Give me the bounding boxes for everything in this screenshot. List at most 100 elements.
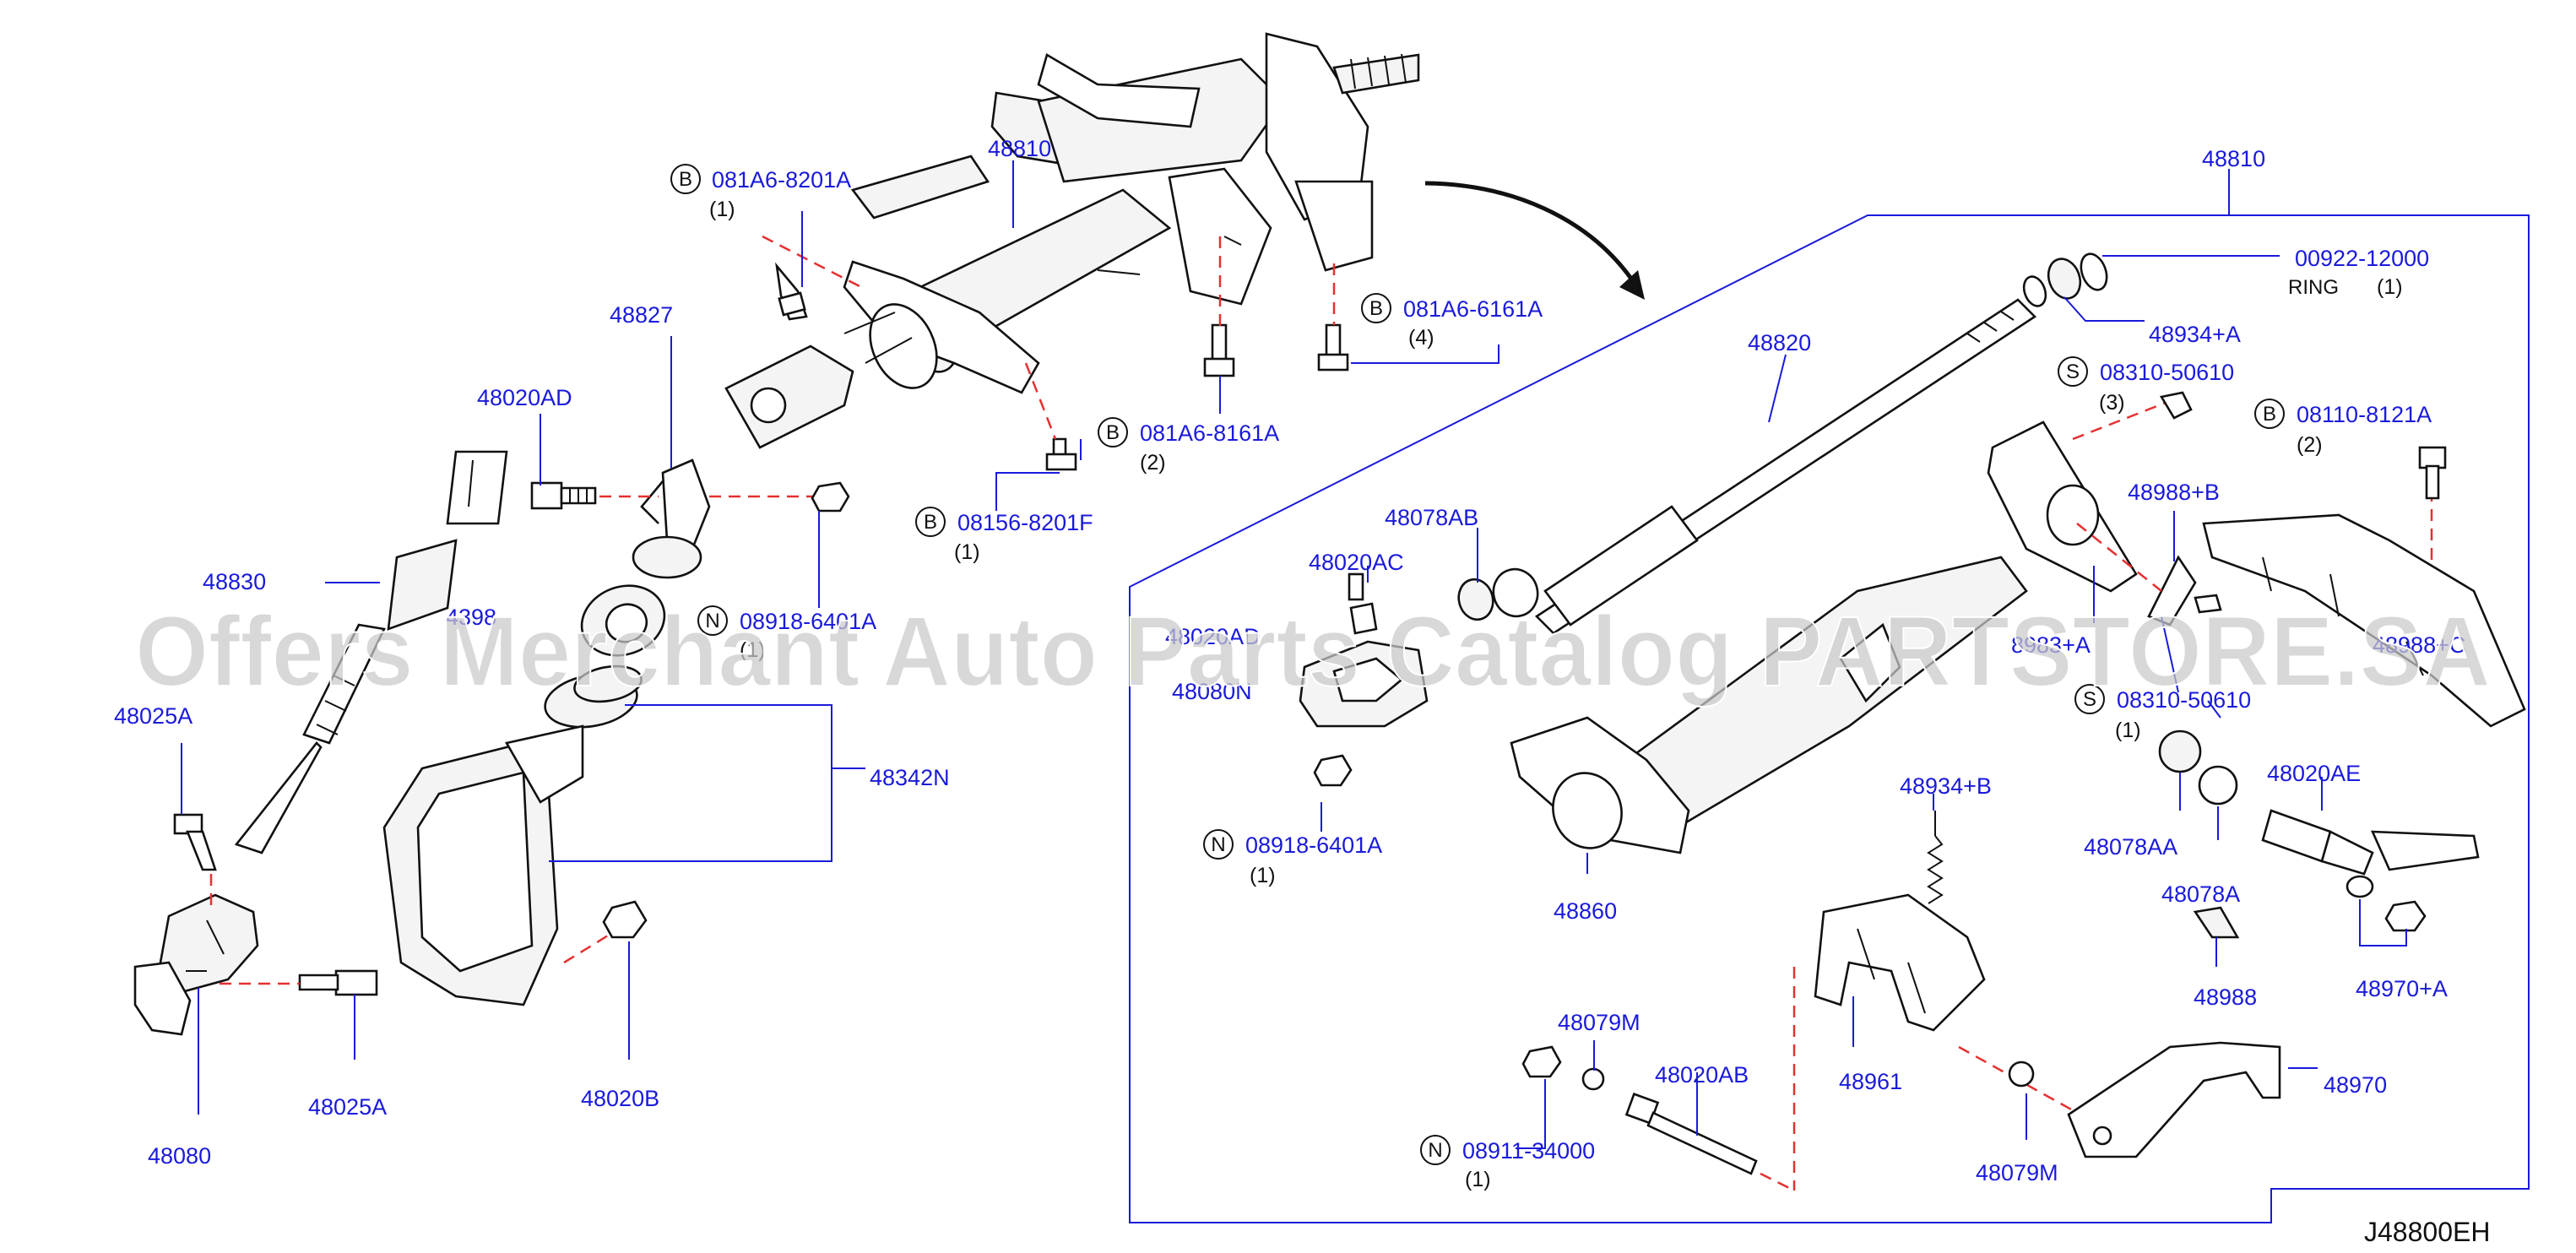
label-48079M-right: 48079M <box>1976 1160 2058 1185</box>
svg-text:081A6-8161A: 081A6-8161A <box>1140 420 1279 446</box>
joint-48080 <box>133 893 259 1036</box>
bolt-s1 <box>2159 391 2193 420</box>
label-48810-top: 48810 <box>988 136 1051 161</box>
svg-text:08310-50610: 08310-50610 <box>2117 687 2251 713</box>
label-48020AB: 48020AB <box>1655 1062 1749 1088</box>
svg-text:08156-8201F: 08156-8201F <box>957 510 1093 535</box>
dashed-fastener-line <box>1760 1172 1795 1192</box>
arrow-head-icon <box>1619 270 1645 300</box>
bushing-48078A <box>2198 765 2238 806</box>
svg-text:(2): (2) <box>1140 451 1166 475</box>
label-48988: 48988 <box>2194 984 2257 1010</box>
explode-arrow <box>1424 181 1634 280</box>
nut-48020B <box>602 900 648 939</box>
label-48020AE: 48020AE <box>2267 761 2361 786</box>
label-48342N: 48342N <box>870 765 950 790</box>
svg-text:B: B <box>1106 421 1120 444</box>
label-ring: RING <box>2288 276 2339 299</box>
label-48934A: 48934+A <box>2149 322 2241 347</box>
bracket-48827 <box>632 458 711 579</box>
label-48025A-bottom: 48025A <box>308 1094 387 1120</box>
washer-48079M-right <box>2008 1060 2035 1088</box>
svg-text:B: B <box>924 511 937 534</box>
svg-text:(1): (1) <box>2115 719 2141 742</box>
diagram-code: J48800EH <box>2364 1217 2490 1247</box>
bolt-48025A <box>173 813 378 996</box>
bolt-group-top <box>775 262 1349 471</box>
svg-text:08918-6401A: 08918-6401A <box>1245 833 1382 858</box>
bolt-48020AB <box>1624 1092 1758 1175</box>
label-48860: 48860 <box>1554 898 1617 924</box>
label-48827: 48827 <box>610 302 673 328</box>
svg-text:N: N <box>1211 833 1225 856</box>
clip-48988 <box>2193 906 2240 939</box>
callout-b5: B 08110-8121A (2) <box>2254 399 2432 457</box>
svg-text:(2): (2) <box>2297 433 2323 457</box>
svg-text:N: N <box>705 610 719 632</box>
callout-s1: S 08310-50610 (3) <box>2058 356 2234 415</box>
svg-text:081A6-8201A: 081A6-8201A <box>712 167 851 193</box>
spring-48934B <box>1927 811 1944 904</box>
nut-48970A <box>2384 900 2427 932</box>
label-4398x: 4398 <box>446 605 496 630</box>
label-48961: 48961 <box>1839 1069 1902 1094</box>
label-48988B: 48988+B <box>2128 480 2220 505</box>
label-48080N: 48080N <box>1172 679 1252 704</box>
label-00922-12000: 00922-12000 <box>2295 246 2429 271</box>
label-48020AC: 48020AC <box>1309 550 1404 575</box>
svg-text:081A6-6161A: 081A6-6161A <box>1403 296 1543 322</box>
svg-text:B: B <box>679 168 692 191</box>
callout-n1: N 08918-6401A (1) <box>697 605 876 662</box>
qty-ring: (1) <box>2377 275 2403 299</box>
watermark-text: Offers Merchant Auto Parts Catalog PARTS… <box>135 596 2491 708</box>
svg-text:B: B <box>1369 297 1383 320</box>
svg-text:B: B <box>2263 403 2276 426</box>
label-48078A: 48078A <box>2161 881 2240 907</box>
leader-lines <box>181 160 2407 1149</box>
label-48078AB: 48078AB <box>1385 505 1478 530</box>
bracket-48988C <box>2202 513 2526 728</box>
nut-08911 <box>1521 1045 1562 1078</box>
dashed-fastener-line <box>1024 362 1057 440</box>
label-48983A: 8983+A <box>2011 632 2091 658</box>
label-48970A: 48970+A <box>2356 976 2448 1001</box>
seal-48342N <box>544 664 643 729</box>
svg-text:(1): (1) <box>954 540 980 564</box>
lever-48970 <box>2067 1041 2281 1158</box>
cover-48342N <box>382 724 584 1006</box>
bushing-48078AA <box>2158 730 2202 773</box>
bearing-48078AB <box>1457 567 1539 621</box>
nut-08918-left <box>811 481 850 513</box>
svg-text:(1): (1) <box>740 638 766 662</box>
svg-text:(1): (1) <box>709 198 735 221</box>
dashed-fastener-line <box>2072 399 2171 441</box>
svg-text:N: N <box>1428 1139 1442 1162</box>
dashed-fastener-line <box>563 931 613 964</box>
svg-text:S: S <box>2083 688 2096 711</box>
label-48970: 48970 <box>2324 1072 2387 1098</box>
label-48080: 48080 <box>148 1143 211 1169</box>
label-48025A-left: 48025A <box>114 703 193 729</box>
label-48988C: 48988+C <box>2373 632 2465 658</box>
bracket-48961 <box>1814 893 1986 1032</box>
label-48820: 48820 <box>1748 330 1811 355</box>
shaft-48820 <box>1534 298 2037 635</box>
label-48020B: 48020B <box>581 1086 659 1111</box>
label-48830: 48830 <box>203 569 266 594</box>
svg-text:08310-50610: 08310-50610 <box>2100 360 2234 385</box>
svg-text:(4): (4) <box>1408 326 1434 350</box>
sensor-48020AE <box>2261 809 2480 898</box>
exploded-view-frame <box>1129 214 2530 1223</box>
u-joint-48080N <box>1299 572 1429 728</box>
svg-text:S: S <box>2066 361 2080 383</box>
label-48020AD: 48020AD <box>477 385 572 410</box>
label-48078AA: 48078AA <box>2084 834 2177 860</box>
callout-b4: B 08156-8201F (1) <box>915 507 1093 564</box>
callout-n2: N 08918-6401A (1) <box>1203 829 1382 887</box>
bolt-b5 <box>2418 446 2447 500</box>
nut-08918-right <box>1313 754 1353 787</box>
svg-text:(3): (3) <box>2099 391 2125 415</box>
lower-shaft-48830 <box>234 450 508 854</box>
label-48934B: 48934+B <box>1900 773 1992 799</box>
